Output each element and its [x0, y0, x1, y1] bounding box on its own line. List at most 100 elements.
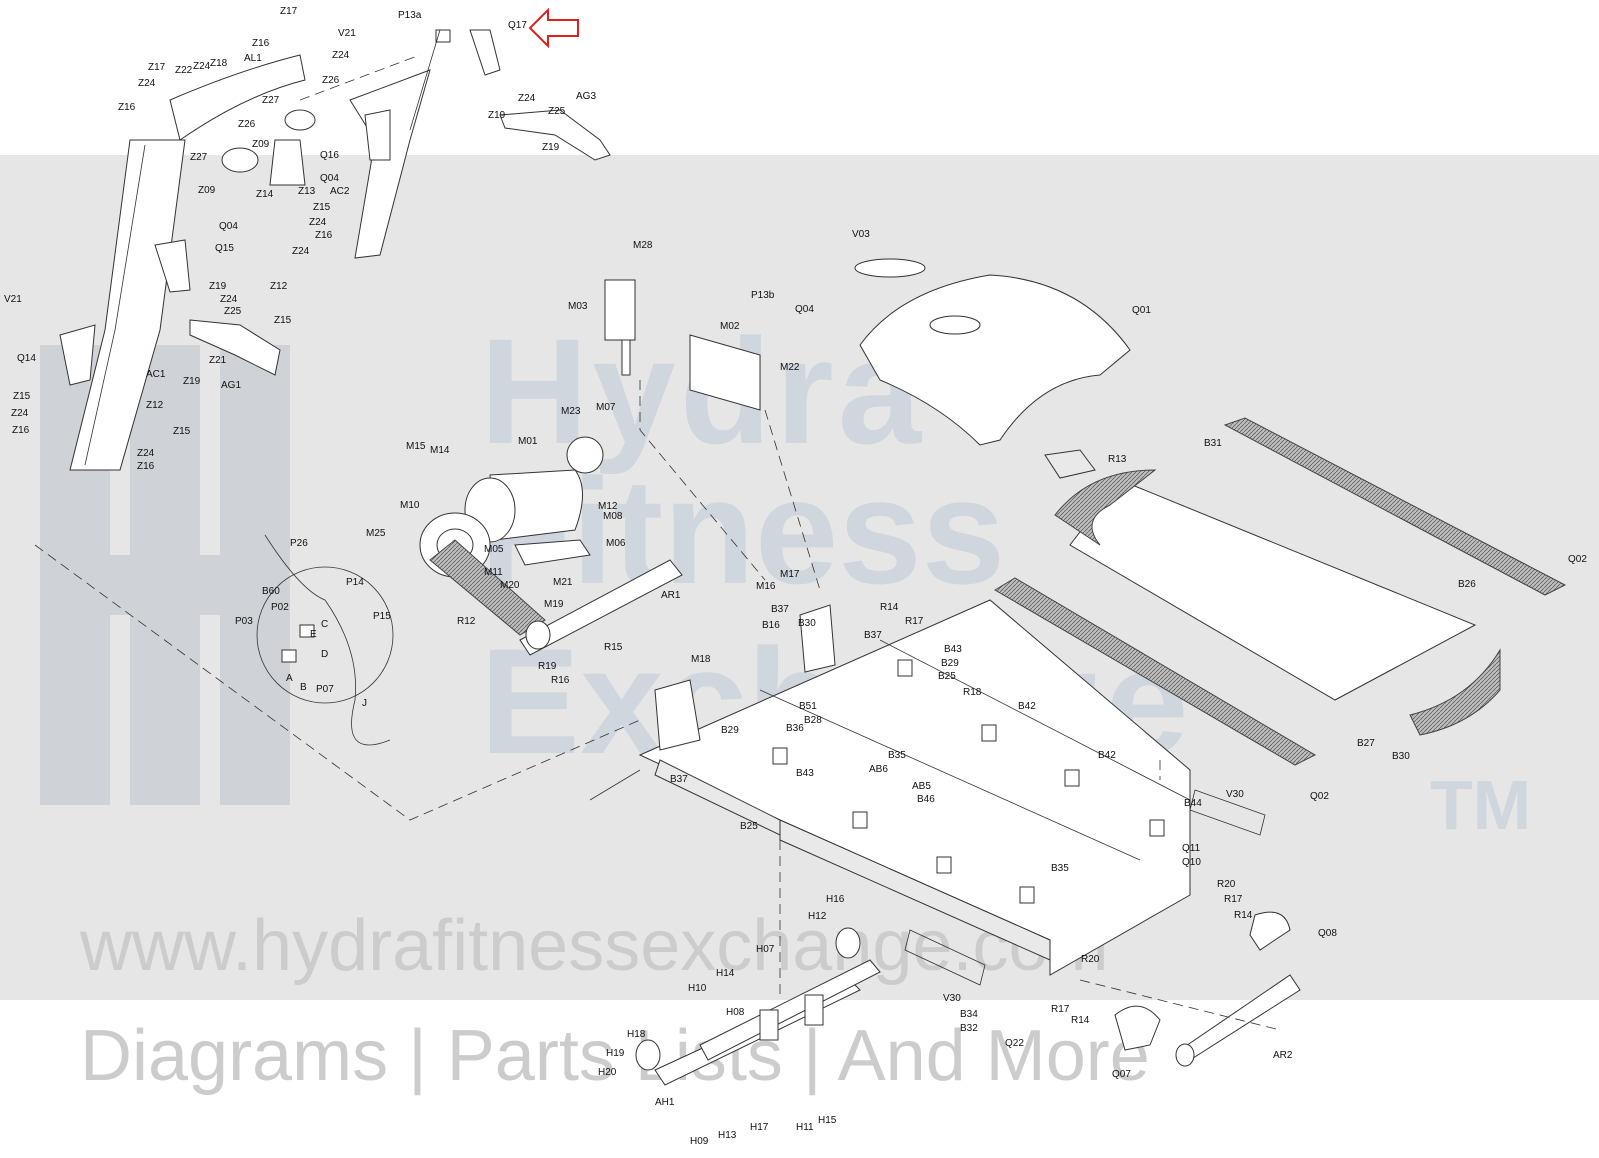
part-label-q01: Q01 [1132, 305, 1151, 316]
part-label-q02: Q02 [1310, 791, 1329, 802]
incline-assembly [635, 840, 881, 1086]
highlight-arrow-icon [528, 7, 579, 49]
part-label-b37: B37 [670, 774, 688, 785]
part-label-b16: B16 [762, 620, 780, 631]
part-label-r19: R19 [538, 661, 557, 672]
part-label-z15: Z15 [274, 315, 292, 326]
part-label-z15: Z15 [313, 202, 331, 213]
part-label-q04: Q04 [795, 304, 814, 315]
part-label-m18: M18 [691, 654, 711, 665]
part-label-m23: M23 [561, 406, 581, 417]
part-label-p15: P15 [373, 611, 391, 622]
part-label-z27: Z27 [190, 152, 208, 163]
watermark-url: www.hydrafitnessexchange.com [80, 906, 1109, 986]
part-label-z19: Z19 [183, 376, 201, 387]
console-uprights [34, 29, 641, 821]
part-label-z12: Z12 [146, 400, 164, 411]
part-label-c: C [321, 619, 328, 630]
part-label-b37: B37 [864, 630, 882, 641]
part-label-m15: M15 [406, 441, 426, 452]
part-label-z19: Z19 [209, 281, 227, 292]
part-label-b43: B43 [944, 644, 962, 655]
part-label-b36: B36 [786, 723, 804, 734]
part-label-h17: H17 [750, 1122, 769, 1133]
part-label-p13b: P13b [751, 290, 775, 301]
part-label-z26: Z26 [238, 119, 256, 130]
part-label-p26: P26 [290, 538, 308, 549]
part-label-h12: H12 [808, 911, 827, 922]
part-label-e: E [310, 629, 317, 640]
part-label-r14: R14 [1234, 910, 1253, 921]
part-label-ac2: AC2 [330, 186, 350, 197]
part-label-b30: B30 [798, 618, 816, 629]
part-label-z18: Z18 [210, 58, 228, 69]
part-label-v30: V30 [1226, 789, 1244, 800]
part-label-b37: B37 [771, 604, 789, 615]
part-label-q16: Q16 [320, 150, 339, 161]
part-label-m06: M06 [606, 538, 626, 549]
part-label-p13a: P13a [398, 10, 422, 21]
part-label-z17: Z17 [148, 62, 166, 73]
part-label-z09: Z09 [252, 139, 270, 150]
part-label-r14: R14 [880, 602, 899, 613]
part-label-z16: Z16 [137, 461, 155, 472]
part-label-r14: R14 [1071, 1015, 1090, 1026]
part-label-m25: M25 [366, 528, 386, 539]
part-label-q11: Q11 [1182, 843, 1201, 854]
part-label-b25: B25 [740, 821, 758, 832]
part-label-v21: V21 [338, 28, 356, 39]
part-label-b43: B43 [796, 768, 814, 779]
part-label-z24: Z24 [309, 217, 327, 228]
part-label-r12: R12 [457, 616, 476, 627]
part-label-b35: B35 [1051, 863, 1069, 874]
part-label-h09: H09 [690, 1136, 709, 1147]
part-label-m01: M01 [518, 436, 538, 447]
part-label-z27: Z27 [262, 95, 280, 106]
part-label-r15: R15 [604, 642, 623, 653]
part-label-p07: P07 [316, 684, 334, 695]
part-label-m20: M20 [500, 580, 520, 591]
part-label-v30: V30 [943, 993, 961, 1004]
part-label-b51: B51 [799, 701, 817, 712]
part-label-v03: V03 [852, 229, 870, 240]
part-label-z24: Z24 [292, 246, 310, 257]
watermark-tagline: Diagrams | Parts Lists | And More [80, 1016, 1150, 1096]
part-label-z24: Z24 [193, 61, 211, 72]
part-label-h19: H19 [606, 1048, 625, 1059]
part-label-j: J [362, 698, 367, 709]
part-label-r13: R13 [1108, 454, 1127, 465]
part-label-ab5: AB5 [912, 781, 931, 792]
part-label-h13: H13 [718, 1130, 737, 1141]
part-label-q07: Q07 [1112, 1069, 1131, 1080]
part-label-q02: Q02 [1568, 554, 1587, 565]
part-label-z24: Z24 [220, 294, 238, 305]
part-label-ar1: AR1 [661, 590, 681, 601]
part-label-z24: Z24 [11, 408, 29, 419]
part-label-z25: Z25 [224, 306, 242, 317]
part-label-b25: B25 [938, 671, 956, 682]
part-label-z25: Z25 [548, 106, 566, 117]
part-label-h15: H15 [818, 1115, 837, 1126]
part-label-z15: Z15 [13, 391, 31, 402]
part-label-b42: B42 [1018, 701, 1036, 712]
part-label-q17: Q17 [508, 20, 527, 31]
part-label-z13: Z13 [298, 186, 316, 197]
part-label-q10: Q10 [1182, 857, 1201, 868]
part-label-b34: B34 [960, 1009, 978, 1020]
part-label-ag1: AG1 [221, 380, 241, 391]
motor-hood [854, 258, 1131, 446]
part-label-v21: V21 [4, 294, 22, 305]
part-label-m10: M10 [400, 500, 420, 511]
part-label-b44: B44 [1184, 798, 1202, 809]
part-label-p14: P14 [346, 577, 364, 588]
part-label-b30: B30 [1392, 751, 1410, 762]
part-label-h20: H20 [598, 1067, 617, 1078]
part-label-q04: Q04 [219, 221, 238, 232]
part-label-m14: M14 [430, 445, 450, 456]
part-label-m16: M16 [756, 581, 776, 592]
part-label-b35: B35 [888, 750, 906, 761]
part-label-z16: Z16 [252, 38, 270, 49]
